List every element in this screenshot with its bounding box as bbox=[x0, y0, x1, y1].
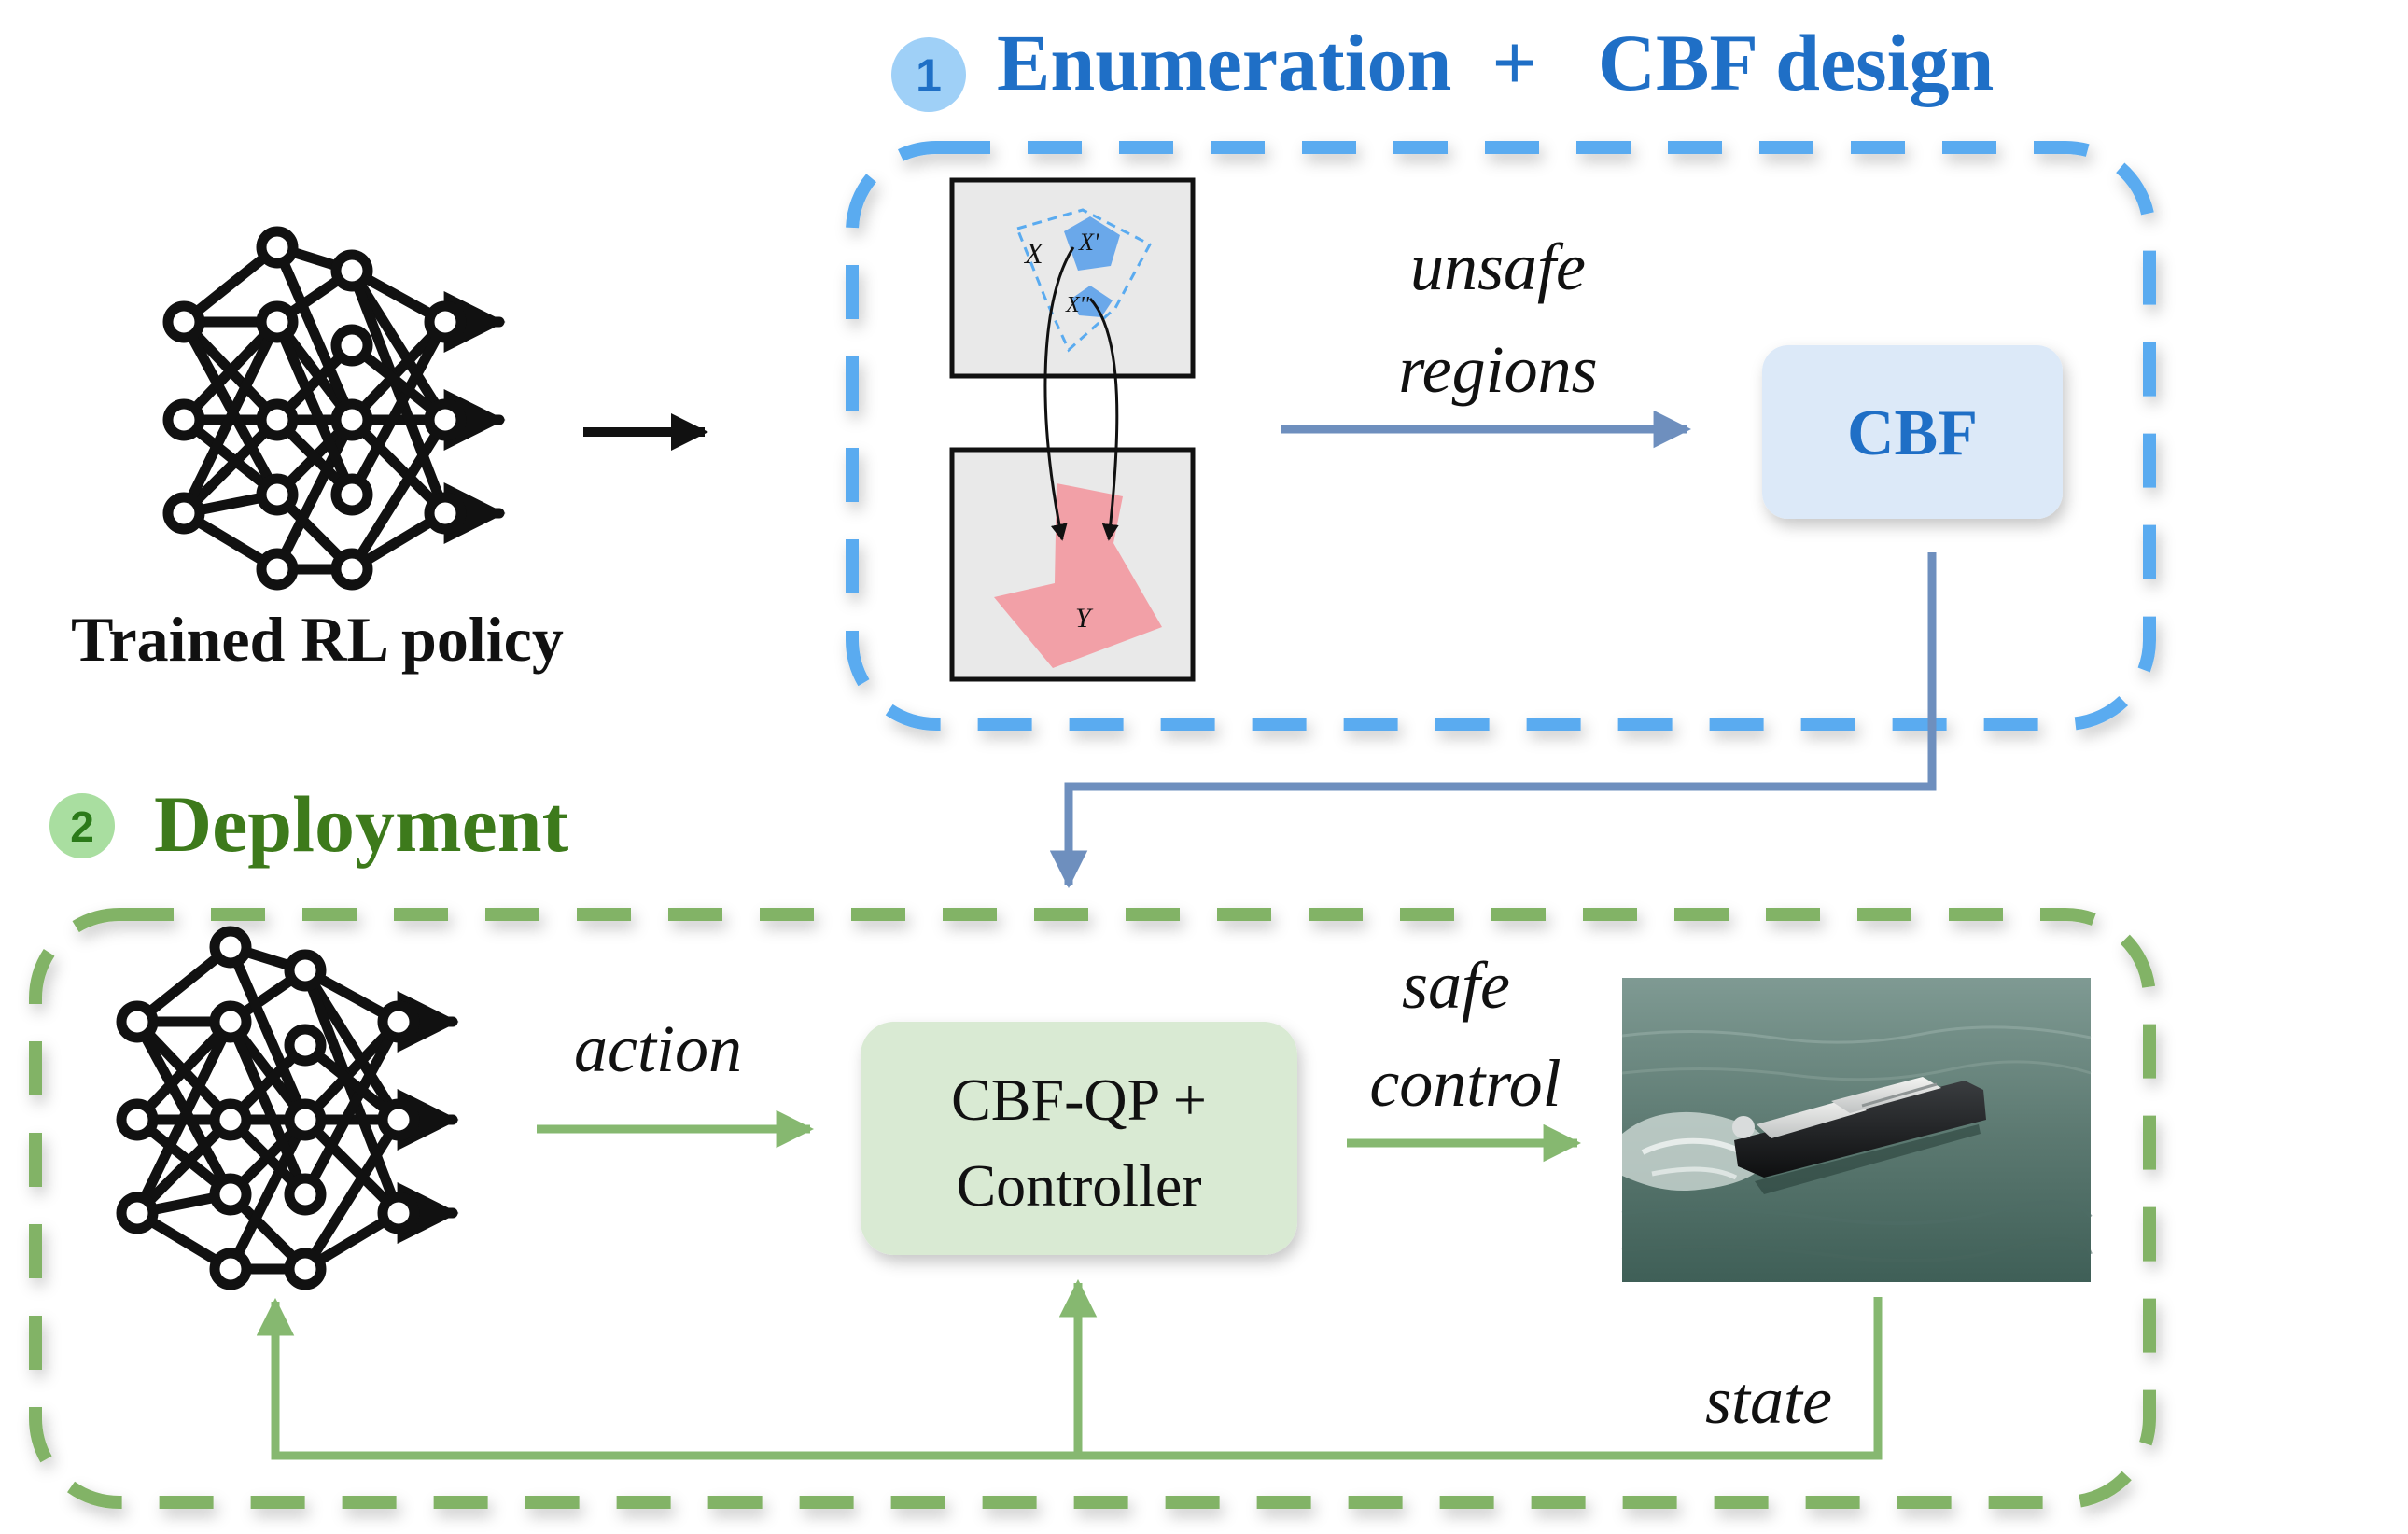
unsafe-output-region bbox=[994, 483, 1162, 668]
step2-header: 2 Deployment bbox=[49, 779, 569, 869]
cbf-qp-controller-box: CBF-QP + Controller bbox=[861, 1022, 1297, 1255]
mapping-arrow-2 bbox=[1088, 297, 1119, 541]
unsafe-label-line2: regions bbox=[1398, 332, 1597, 407]
deployment-stage-frame bbox=[29, 908, 2156, 1509]
unsafe-label-line1: unsafe bbox=[1410, 230, 1586, 304]
step1-badge bbox=[891, 37, 966, 112]
safe-label-line1: safe bbox=[1402, 948, 1510, 1023]
step2-title: Deployment bbox=[154, 779, 569, 869]
vessel-photo bbox=[1621, 978, 2093, 1282]
step1-title: Enumeration + CBF design bbox=[997, 18, 1994, 107]
controller-label-line1: CBF-QP + bbox=[951, 1067, 1207, 1133]
state-label: state bbox=[1705, 1363, 1832, 1438]
vessel-hull bbox=[1734, 1081, 1986, 1178]
mapping-arrow-1 bbox=[1043, 246, 1075, 541]
input-set-panel bbox=[949, 177, 1196, 379]
sub-region-1-label: X' bbox=[1078, 229, 1099, 256]
enumeration-stage-frame bbox=[846, 141, 2156, 731]
deployed-policy-network-icon bbox=[121, 931, 453, 1285]
cbf-box: CBF bbox=[1762, 345, 2063, 519]
network-edges bbox=[178, 242, 451, 575]
safe-label-line2: control bbox=[1369, 1046, 1561, 1121]
sub-region-2-label: X'' bbox=[1065, 293, 1090, 317]
sub-region-1 bbox=[1064, 216, 1120, 271]
cbf-label: CBF bbox=[1847, 397, 1978, 469]
step2-badge bbox=[49, 793, 115, 858]
input-set-outline bbox=[1015, 208, 1153, 353]
output-set-label: Y bbox=[1075, 603, 1094, 634]
neural-network-icon bbox=[162, 226, 506, 591]
step1-header: 1 Enumeration + CBF design bbox=[891, 18, 1994, 112]
cbf-to-controller-connector bbox=[1049, 552, 1937, 889]
enumeration-illustration: X X' X'' Y bbox=[949, 177, 1196, 682]
network-nodes bbox=[162, 226, 467, 591]
step1-badge-number: 1 bbox=[916, 49, 942, 102]
step2-badge-number: 2 bbox=[70, 802, 94, 851]
controller-label-line2: Controller bbox=[956, 1152, 1201, 1219]
policy-label: Trained RL policy bbox=[71, 604, 564, 675]
action-label: action bbox=[574, 1011, 742, 1086]
input-set-label: X bbox=[1023, 236, 1044, 270]
